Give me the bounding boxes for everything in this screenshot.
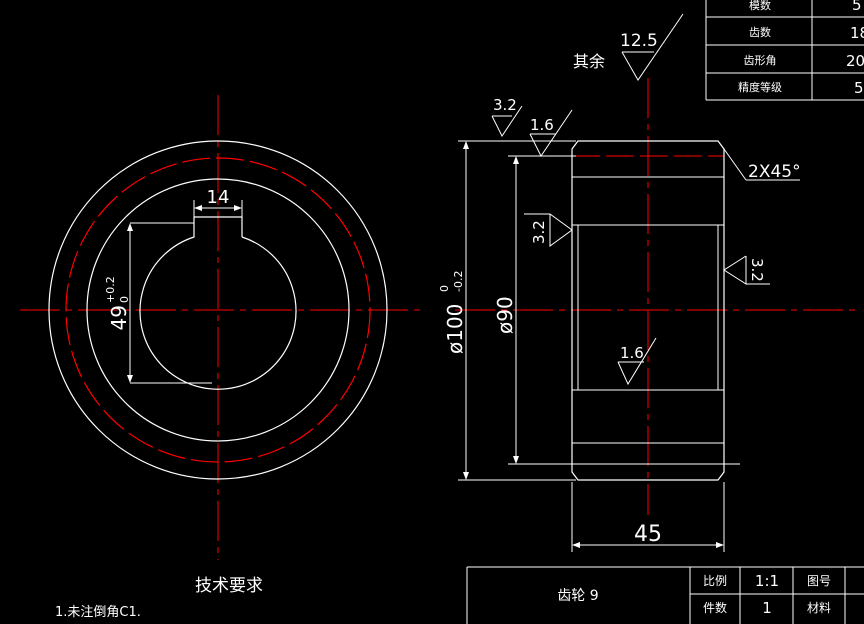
outer-diameter-main: ø100 <box>443 304 467 354</box>
outer-diameter-tol-upper: 0 <box>438 285 451 292</box>
part-name: 齿轮 9 <box>557 588 598 604</box>
roughness-top-inner-value: 1.6 <box>530 116 554 134</box>
arrowhead <box>513 156 519 164</box>
roughness-symbol-right-face <box>723 255 770 285</box>
drawing-no-label: 图号 <box>807 574 831 588</box>
qty-label: 件数 <box>703 600 727 615</box>
side-view <box>455 13 860 552</box>
keyway-depth-label: 49 +0.2 0 <box>104 276 131 330</box>
roughness-top-outer-value: 3.2 <box>493 96 517 114</box>
keyway-depth-tol-lower: 0 <box>118 296 131 303</box>
chamfer-text: 2X45° <box>748 162 801 182</box>
arrowhead <box>194 205 202 211</box>
scale-value: 1:1 <box>755 572 779 590</box>
arrowhead <box>127 375 133 383</box>
outer-diameter-label: ø100 0 -0.2 <box>438 271 467 354</box>
param-label: 精度等级 <box>738 80 782 94</box>
roughness-bore-value: 1.6 <box>620 344 644 362</box>
param-value: 20 <box>846 52 864 70</box>
end-view <box>20 95 420 560</box>
tip-circle <box>48 140 388 480</box>
param-label: 模数 <box>749 0 771 12</box>
roughness-left-face-value: 3.2 <box>530 220 548 244</box>
params-table <box>705 0 864 101</box>
pitch-circle <box>65 157 371 463</box>
roughness-symbol-top-outer <box>491 105 523 137</box>
param-value: 5 <box>852 0 862 14</box>
keyway-depth-tol-upper: +0.2 <box>104 276 117 303</box>
outer-diameter-tol-lower: -0.2 <box>452 271 465 292</box>
arrowhead <box>127 223 133 231</box>
arrowhead <box>513 456 519 464</box>
other-label: 其余 <box>573 52 605 71</box>
param-value: 18 <box>850 24 864 42</box>
inner-diameter-text: ø90 <box>493 296 517 334</box>
tech-requirements-title: 技术要求 <box>195 576 263 596</box>
roughness-symbol-top-inner <box>529 109 573 157</box>
bore-with-keyway <box>139 216 297 390</box>
arrowhead <box>463 141 469 149</box>
tech-requirement-item: 1.未注倒角C1. <box>55 605 141 620</box>
arrowhead <box>572 542 580 548</box>
chamfer-leader <box>723 148 747 181</box>
gear-outline <box>571 140 725 481</box>
title-block <box>466 566 864 624</box>
root-circle <box>86 178 350 442</box>
scale-label: 比例 <box>703 574 727 588</box>
width-text: 45 <box>634 522 662 547</box>
arrowhead <box>463 472 469 480</box>
param-label: 齿形角 <box>744 54 777 67</box>
arrowhead <box>716 542 724 548</box>
keyway-width-text: 14 <box>207 187 230 208</box>
roughness-right-face-value: 3.2 <box>748 258 766 282</box>
arrowhead <box>234 205 242 211</box>
qty-value: 1 <box>762 599 772 617</box>
roughness-symbol-bore <box>617 337 657 386</box>
param-value: 5 <box>854 79 864 97</box>
material-label: 材料 <box>807 601 831 615</box>
other-roughness-value: 12.5 <box>620 31 658 51</box>
param-label: 齿数 <box>749 26 771 39</box>
roughness-symbol-left-face <box>524 213 573 247</box>
roughness-symbol-other <box>621 13 684 81</box>
keyway-depth-main: 49 <box>107 305 131 330</box>
